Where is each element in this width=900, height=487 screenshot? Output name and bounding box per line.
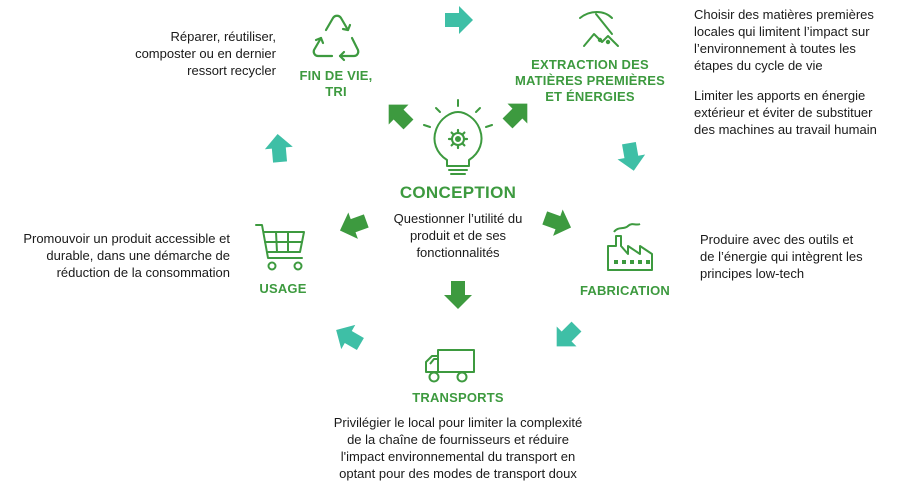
radial-arrow-to-transports <box>444 281 472 309</box>
conception-title: CONCEPTION <box>399 183 517 202</box>
factory-icon <box>607 223 653 271</box>
mining-pickaxe-icon <box>579 11 619 47</box>
fabrication-description: Produire avec des outils et de l’énergie… <box>700 232 863 281</box>
radial-arrow-to-usage <box>335 207 372 244</box>
lightbulb-gear-icon <box>423 99 493 175</box>
usage-description: Promouvoir un produit accessible et dura… <box>23 231 230 280</box>
cycle-arrow-fin-to-extraction <box>445 6 473 34</box>
radial-arrow-to-fin-de-vie <box>378 94 419 135</box>
extraction-paragraph-2: Limiter les apports en énergie extérieur… <box>694 88 877 137</box>
transports-label: TRANSPORTS <box>412 390 504 405</box>
fin-de-vie-label: FIN DE VIE, TRI <box>299 68 373 99</box>
extraction-description: Choisir des matières premières locales q… <box>694 6 890 138</box>
extraction-label: EXTRACTION DES MATIÈRES PREMIÈRES ET ÉNE… <box>515 57 665 104</box>
cycle-arrow-fabrication-to-transports <box>546 316 587 357</box>
shopping-cart-icon <box>255 224 305 271</box>
fin-de-vie-description: Réparer, réutiliser, composter ou en der… <box>135 29 276 78</box>
cycle-arrow-transports-to-usage <box>329 317 368 357</box>
transports-description: Privilégier le local pour limiter la com… <box>333 415 583 481</box>
radial-arrow-to-fabrication <box>539 204 576 241</box>
truck-icon <box>425 349 475 383</box>
usage-label: USAGE <box>259 281 307 296</box>
recycle-icon <box>312 14 360 62</box>
cycle-arrow-usage-to-fin <box>263 132 294 164</box>
fabrication-label: FABRICATION <box>579 283 671 298</box>
cycle-arrow-extraction-to-fabrication <box>615 140 648 174</box>
conception-description: Questionner l’utilité du produit et de s… <box>393 211 523 260</box>
extraction-paragraph-1: Choisir des matières premières locales q… <box>694 7 874 73</box>
